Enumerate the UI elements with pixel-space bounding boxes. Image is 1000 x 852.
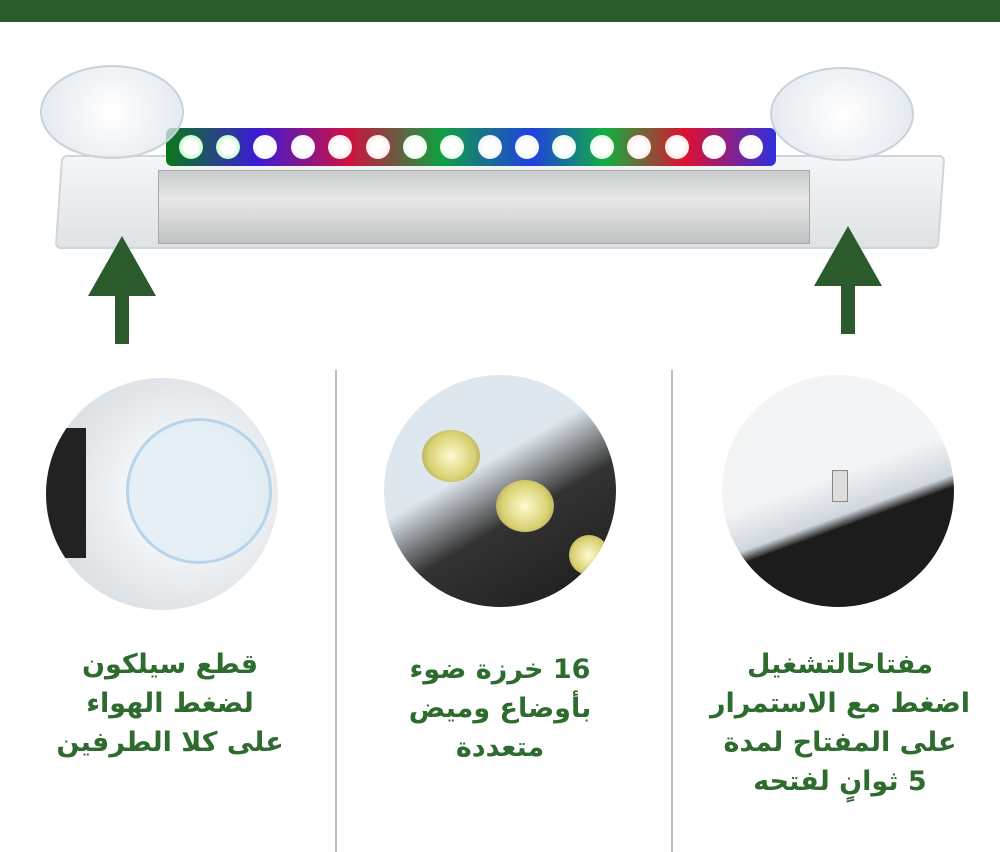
caption-line: 5 ثوانٍ لفتحه: [753, 766, 927, 797]
caption-line: على كلا الطرفين: [56, 727, 284, 758]
suction-cup-closeup: [46, 378, 278, 610]
led-bead: [515, 135, 540, 159]
led-light-bar-product: [40, 65, 946, 250]
solar-panel: [158, 170, 810, 244]
led-bead: [552, 135, 577, 159]
caption-line: مفتاحالتشغيل: [747, 649, 933, 680]
top-banner: [0, 0, 1000, 22]
arrow-up-icon: [88, 236, 156, 296]
led-bead: [701, 135, 726, 159]
caption-line: لضغط الهواء: [86, 688, 254, 719]
led-bead: [739, 135, 764, 159]
caption-line: بأوضاع وميض: [408, 693, 592, 724]
caption-line: اضغط مع الاستمرار: [709, 688, 971, 719]
led-beads-closeup: [384, 375, 616, 607]
led-bead: [664, 135, 689, 159]
led-bead: [440, 135, 465, 159]
feature-caption-suction-cups: قطع سيلكون لضغط الهواء على كلا الطرفين: [20, 645, 320, 762]
led-strip: [166, 128, 776, 166]
led-bead: [477, 135, 502, 159]
led-bead: [253, 135, 278, 159]
divider: [671, 370, 673, 852]
caption-line: 16 خرزة ضوء: [409, 654, 591, 685]
led-bead: [178, 135, 203, 159]
led-bead: [589, 135, 614, 159]
power-switch-closeup: [722, 375, 954, 607]
arrow-shaft: [115, 294, 129, 344]
led-bead: [402, 135, 427, 159]
arrow-up-icon: [814, 226, 882, 286]
caption-line: على المفتاح لمدة: [723, 727, 957, 758]
feature-caption-led-beads: 16 خرزة ضوء بأوضاع وميض متعددة: [350, 650, 650, 767]
arrow-shaft: [841, 284, 855, 334]
led-bead: [290, 135, 315, 159]
suction-cup-right: [770, 67, 914, 161]
divider: [335, 370, 337, 852]
power-switch-icon: [832, 470, 848, 502]
caption-line: متعددة: [455, 732, 545, 763]
suction-cup-left: [40, 65, 184, 159]
caption-line: قطع سيلكون: [81, 649, 259, 680]
led-bead: [328, 135, 353, 159]
led-bead: [216, 135, 241, 159]
led-bead: [627, 135, 652, 159]
feature-caption-power-switch: مفتاحالتشغيل اضغط مع الاستمرار على المفت…: [690, 645, 990, 801]
led-bead: [365, 135, 390, 159]
